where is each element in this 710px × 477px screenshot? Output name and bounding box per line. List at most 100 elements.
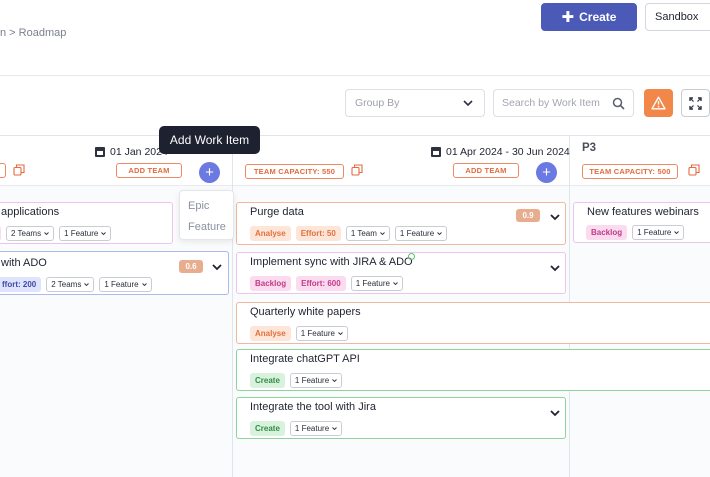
chevron-down-icon (393, 282, 398, 285)
effort-tag: Effort: 600 (296, 276, 346, 291)
create-button-label: Create (579, 10, 617, 24)
card-title: Integrate the tool with Jira (250, 401, 376, 413)
team-capacity-badge (0, 163, 6, 178)
features-label: 1 Feature (104, 280, 139, 289)
breadcrumb[interactable]: n > Roadmap (0, 27, 67, 39)
features-dropdown[interactable]: 1 Feature (59, 226, 112, 241)
add-team-button[interactable]: ADD TEAM (116, 163, 182, 178)
features-label: 1 Feature (64, 229, 99, 238)
copy-icon[interactable] (351, 164, 363, 176)
work-item-card[interactable]: Integrate chatGPT API Create 1 Feature (236, 349, 710, 391)
chevron-down-icon (332, 427, 337, 430)
team-capacity-badge: TEAM CAPACITY: 550 (245, 164, 344, 179)
group-by-select[interactable]: Group By (345, 89, 485, 117)
status-dot-icon (408, 253, 415, 260)
card-title: applications (1, 206, 60, 218)
expand-icon (689, 96, 702, 110)
status-tag: Backlog (586, 225, 628, 240)
features-dropdown[interactable]: 1 Feature (632, 225, 685, 240)
features-label: 1 Feature (294, 424, 330, 433)
work-item-card[interactable]: New features webinars Backlog 1 Feature (573, 202, 710, 243)
add-work-item-button[interactable]: + (536, 162, 557, 183)
search-box[interactable] (493, 89, 634, 117)
card-title: New features webinars (587, 206, 699, 218)
features-dropdown[interactable]: 1 Feature (394, 226, 448, 241)
add-work-item-tooltip: Add Work Item (159, 126, 260, 154)
score-badge: 0.9 (516, 209, 540, 222)
features-dropdown[interactable]: 1 Feature (289, 421, 343, 436)
work-item-card[interactable]: with ADO 0.6 ffort: 200 2 Teams 1 Featur… (0, 251, 229, 295)
card-title: Integrate chatGPT API (250, 353, 360, 365)
chevron-down-icon (332, 379, 337, 382)
features-dropdown[interactable]: 1 Feature (289, 373, 343, 388)
group-by-placeholder: Group By (355, 97, 400, 109)
chevron-down-icon (141, 283, 147, 286)
teams-dropdown[interactable]: 2 Teams (46, 277, 95, 292)
create-button[interactable]: ✚ Create (541, 3, 637, 31)
board-header-border (0, 185, 710, 186)
copy-icon[interactable] (688, 164, 700, 176)
phase-title: P3 (582, 142, 597, 154)
add-team-button[interactable]: ADD TEAM (453, 163, 519, 178)
chevron-down-icon (674, 231, 680, 234)
copy-icon[interactable] (13, 164, 25, 176)
features-dropdown[interactable]: 1 Feature (295, 326, 348, 341)
card-title: with ADO (1, 257, 47, 269)
menu-item-epic[interactable]: Epic (188, 200, 210, 212)
header-divider (0, 75, 710, 76)
chevron-down-icon (338, 332, 343, 335)
teams-dropdown[interactable]: 2 Teams (6, 226, 55, 241)
status-tag: Create (250, 373, 285, 388)
features-label: 1 Feature (355, 279, 390, 288)
features-dropdown[interactable]: 1 Feature (350, 276, 403, 291)
environment-value: Sandbox (655, 11, 699, 23)
board-top-border (0, 135, 710, 136)
add-work-item-button[interactable]: + (199, 162, 220, 183)
features-dropdown[interactable]: 1 Feature (99, 277, 152, 292)
teams-label: 2 Teams (11, 229, 42, 238)
status-tag: Create (250, 421, 285, 436)
work-item-card[interactable]: applications 2 Teams 1 Feature (0, 202, 173, 244)
chevron-down-icon (380, 232, 385, 235)
card-title: Purge data (250, 206, 304, 218)
search-input[interactable] (502, 97, 607, 109)
warning-button[interactable] (644, 89, 673, 117)
card-title: Implement sync with JIRA & ADO (250, 256, 413, 268)
chevron-down-icon (84, 283, 90, 286)
work-item-card[interactable]: Quarterly white papers Analyse 1 Feature (236, 302, 710, 344)
work-item-card[interactable]: Implement sync with JIRA & ADO Backlog E… (236, 252, 566, 294)
teams-dropdown[interactable]: 1 Team (345, 226, 390, 241)
column-date-text: 01 Apr 2024 - 30 Jun 2024 (446, 146, 570, 158)
status-tag: Analyse (250, 326, 291, 341)
features-label: 1 Feature (300, 329, 335, 338)
chevron-down-icon[interactable] (549, 264, 561, 272)
work-item-card[interactable]: Purge data 0.9 Analyse Effort: 50 1 Team… (236, 202, 566, 245)
effort-tag: Effort: 50 (295, 226, 341, 241)
chevron-down-icon[interactable] (549, 409, 561, 417)
work-item-card[interactable]: Integrate the tool with Jira Create 1 Fe… (236, 397, 566, 439)
chevron-down-icon[interactable] (549, 213, 561, 221)
plus-icon: ✚ (561, 8, 575, 26)
status-tag: Backlog (250, 276, 292, 291)
score-badge: 0.6 (179, 260, 203, 273)
column-date-text: 01 Jan 2024 (110, 146, 168, 158)
calendar-icon (431, 147, 441, 157)
teams-label: 1 Team (350, 229, 377, 238)
effort-tag: ffort: 200 (0, 277, 42, 292)
status-tag (0, 226, 1, 241)
card-title: Quarterly white papers (250, 306, 361, 318)
search-icon (612, 97, 625, 110)
chevron-down-icon (463, 100, 473, 107)
teams-label: 2 Teams (51, 280, 82, 289)
environment-select[interactable]: Sandbox (645, 3, 710, 31)
expand-button[interactable] (681, 89, 710, 117)
chevron-down-icon[interactable] (211, 263, 223, 271)
features-label: 1 Feature (637, 228, 672, 237)
add-work-item-menu: Epic Feature (179, 190, 234, 240)
column-date: 01 Jan 2024 (95, 146, 168, 158)
status-tag: Analyse (250, 226, 291, 241)
features-label: 1 Feature (294, 376, 330, 385)
team-capacity-badge: TEAM CAPACITY: 500 (582, 164, 678, 179)
chevron-down-icon (44, 232, 49, 235)
menu-item-feature[interactable]: Feature (188, 221, 226, 233)
